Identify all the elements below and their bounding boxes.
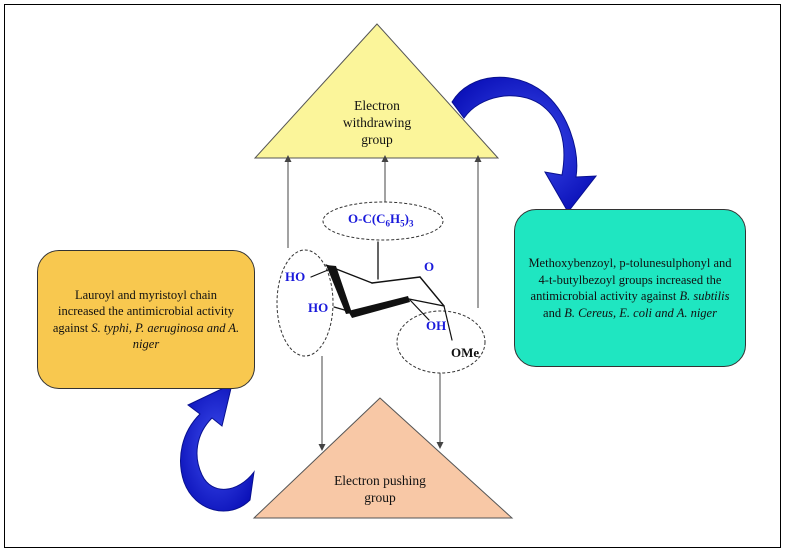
electron-withdrawing-triangle [253,23,500,159]
hydroxyl-3-label: HO [308,300,329,315]
hydroxyl-4-label: HO [285,269,306,284]
electron-pushing-label: Electron pushing group [310,472,450,506]
hydroxyl-2-label: OH [426,318,447,333]
pyranose-ring [310,241,453,341]
methoxy-label: OMe [451,345,480,360]
box-text-organism-1: B. subtilis [679,289,730,303]
trityl-ellipse [322,201,444,241]
box-text-and: and [543,305,565,320]
label-line: withdrawing [342,115,412,130]
label-line: group [364,490,396,505]
label-line: group [361,132,393,147]
box-text-plain: Methoxybenzoyl, p-tolunesulphonyl and 4-… [528,256,732,303]
box-text-organisms-2: B. Cereus, E. coli and A. niger [564,305,717,320]
curved-arrow-bottom-left [180,383,255,512]
trityl-group-label: O-C(C6H5)3 [348,211,414,229]
label-line: Electron [354,98,400,113]
electron-pushing-triangle [252,397,514,519]
label-line: Electron pushing [334,473,426,488]
lauroyl-myristoyl-box: Lauroyl and myristoyl chain increased th… [37,250,255,389]
hydroxyl-ellipse-left [276,249,334,357]
methoxybenzoyl-box: Methoxybenzoyl, p-tolunesulphonyl and 4-… [514,209,746,367]
electron-withdrawing-label: Electron withdrawing group [312,97,442,148]
box-text-organisms: S. typhi, P. aeruginosa and A. niger [91,320,240,352]
box-text: Lauroyl and myristoyl chain increased th… [50,287,242,353]
ring-oxygen-label: O [424,259,435,274]
box-text: Methoxybenzoyl, p-tolunesulphonyl and 4-… [527,255,733,321]
anomeric-ellipse [396,310,486,374]
box-text-plain: Lauroyl and myristoyl chain increased th… [52,287,234,335]
